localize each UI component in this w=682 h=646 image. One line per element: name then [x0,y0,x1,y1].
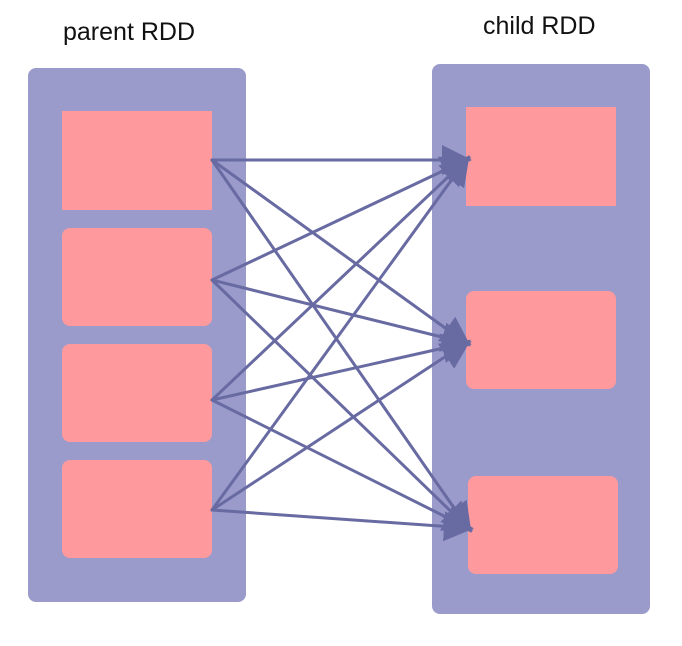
edge-p3-c3 [210,398,474,531]
edge-p3-c2 [210,333,472,402]
child-rdd-label: child RDD [483,12,596,40]
parent-rdd: parent RDD [28,18,246,602]
parent-partition-3 [62,344,212,442]
edge-p1-c3 [210,158,472,533]
edge-p1-c2 [210,158,471,347]
edge-p3-c1 [210,155,471,402]
parent-partition-2 [62,228,212,326]
parent-partition-1 [62,111,212,210]
edge-p2-c1 [210,156,472,282]
edge-p2-c2 [210,278,472,352]
edge-p2-c3 [210,278,473,533]
child-partition-3 [468,476,618,574]
edge-p4-c1 [210,155,470,512]
edge-p4-c3 [210,508,474,542]
parent-partition-4 [62,460,212,558]
dependency-edges [210,145,474,542]
child-partition-1 [466,107,616,206]
parent-rdd-label: parent RDD [63,18,195,46]
edge-p4-c2 [210,339,472,512]
child-rdd: child RDD [432,12,650,614]
child-partition-2 [466,291,616,389]
